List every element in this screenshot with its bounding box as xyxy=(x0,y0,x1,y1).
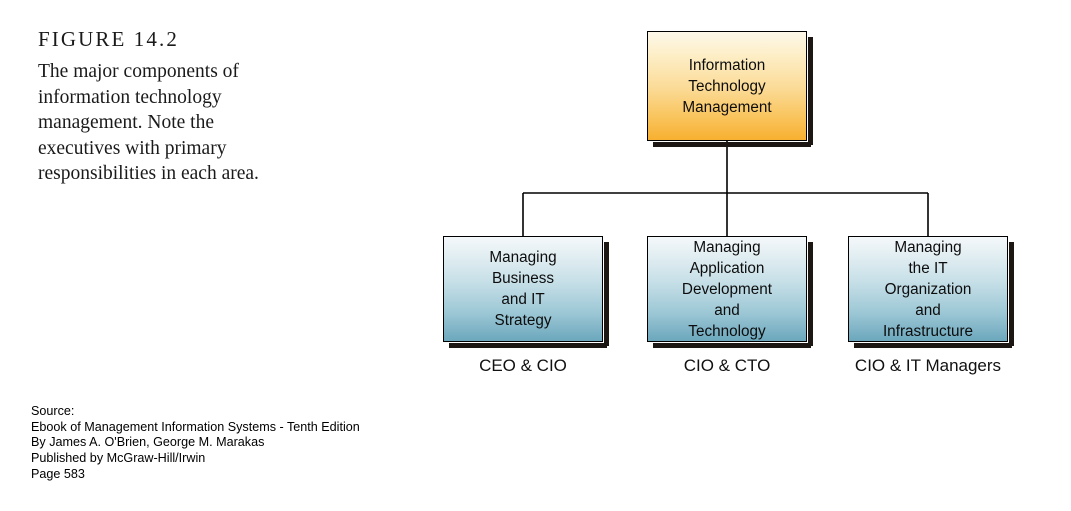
box-shadow-right xyxy=(1008,242,1014,346)
box-shadow-right xyxy=(807,242,813,346)
source-line-publisher: Published by McGraw-Hill/Irwin xyxy=(31,451,206,466)
node-label-line: Information xyxy=(688,56,766,74)
node-managing-business-and-it-strategy[interactable]: Managing Business and IT Strategy xyxy=(443,236,609,348)
node-information-technology-management[interactable]: Information Technology Management xyxy=(647,31,813,147)
node-label: Managing Application Development and Tec… xyxy=(682,237,772,342)
node-label: Managing Business and IT Strategy xyxy=(489,247,556,331)
source-attribution: Source: Ebook of Management Information … xyxy=(31,404,360,483)
figure-caption-text: The major components of information tech… xyxy=(38,61,259,184)
node-label-line: Development xyxy=(681,280,773,298)
node-label-line: Managing xyxy=(894,238,962,256)
node-label-line: and IT xyxy=(501,291,545,308)
box-shadow-right xyxy=(603,242,609,346)
box-shadow-bottom xyxy=(653,141,811,147)
box-shadow-bottom xyxy=(449,342,607,348)
source-line-title: Ebook of Management Information Systems … xyxy=(31,419,360,434)
role-label-application-development: CIO & CTO xyxy=(683,356,771,375)
box-shadow-bottom xyxy=(854,342,1012,348)
source-line-page: Page 583 xyxy=(31,466,85,481)
node-label-line: and xyxy=(714,301,740,319)
node-label-line: Infrastructure xyxy=(882,322,974,340)
node-managing-application-development-and-technology[interactable]: Managing Application Development and Tec… xyxy=(647,236,813,348)
node-label-line: Management xyxy=(682,98,772,116)
node-managing-the-it-organization-and-infrastructure[interactable]: Managing the IT Organization and Infrast… xyxy=(848,236,1014,348)
node-label-line: Managing xyxy=(693,238,761,256)
source-line-label: Source: xyxy=(31,404,75,418)
node-label-line: Technology xyxy=(688,322,766,340)
node-label: Managing the IT Organization and Infrast… xyxy=(883,237,973,342)
node-label-line: Strategy xyxy=(494,312,552,329)
node-label-line: the IT xyxy=(908,259,948,277)
node-label-line: Organization xyxy=(884,280,972,298)
node-label: Information Technology Management xyxy=(682,55,771,118)
role-label-it-organization: CIO & IT Managers xyxy=(854,356,1002,375)
source-line-authors: By James A. O'Brien, George M. Marakas xyxy=(31,435,265,450)
node-label-line: Application xyxy=(689,259,765,277)
box-shadow-bottom xyxy=(653,342,811,348)
node-label-line: and xyxy=(915,301,941,319)
node-label-line: Technology xyxy=(688,77,766,95)
figure-number: FIGURE 14.2 xyxy=(38,27,179,51)
box-shadow-right xyxy=(807,37,813,145)
role-label-business-strategy: CEO & CIO xyxy=(479,356,567,375)
figure-caption-block: FIGURE 14.2 The major components of info… xyxy=(38,26,328,187)
node-label-line: Managing xyxy=(489,249,557,266)
node-label-line: Business xyxy=(491,270,555,287)
